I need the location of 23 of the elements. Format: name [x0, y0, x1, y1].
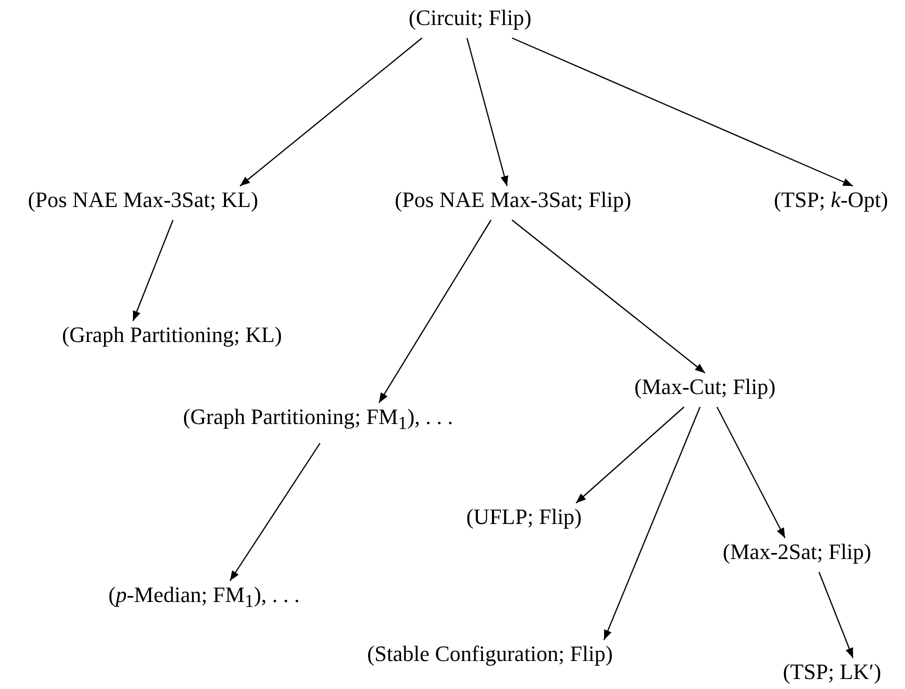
arrow: [512, 220, 706, 374]
node-label: (TSP; k-Opt): [772, 186, 890, 214]
node-label: (Circuit; Flip): [406, 4, 534, 32]
node-label: (Pos NAE Max-3Sat; Flip): [392, 186, 634, 214]
node-label: (Stable Configuration; Flip): [365, 640, 615, 668]
node-label: (Max-2Sat; Flip): [720, 538, 874, 566]
arrow: [132, 220, 174, 322]
arrow: [512, 37, 854, 187]
arrow: [818, 572, 854, 658]
node-label: (Max-Cut; Flip): [632, 373, 778, 401]
node-label: (p-Median; FM$_{1}$), . . .: [106, 580, 302, 616]
arrow: [378, 220, 492, 404]
node-label: (TSP; LK′): [780, 658, 884, 686]
node-label: (Pos NAE Max-3Sat; KL): [26, 186, 260, 214]
arrow: [230, 442, 320, 582]
arrow: [240, 38, 422, 186]
node-label: (Graph Partitioning; KL): [60, 321, 284, 349]
arrow: [576, 406, 684, 504]
arrow: [603, 406, 701, 640]
node-label: (UFLP; Flip): [464, 503, 584, 531]
node-label: (Graph Partitioning; FM$_{1}$), . . .: [180, 402, 456, 438]
arrow: [466, 38, 508, 186]
arrow: [716, 406, 786, 538]
